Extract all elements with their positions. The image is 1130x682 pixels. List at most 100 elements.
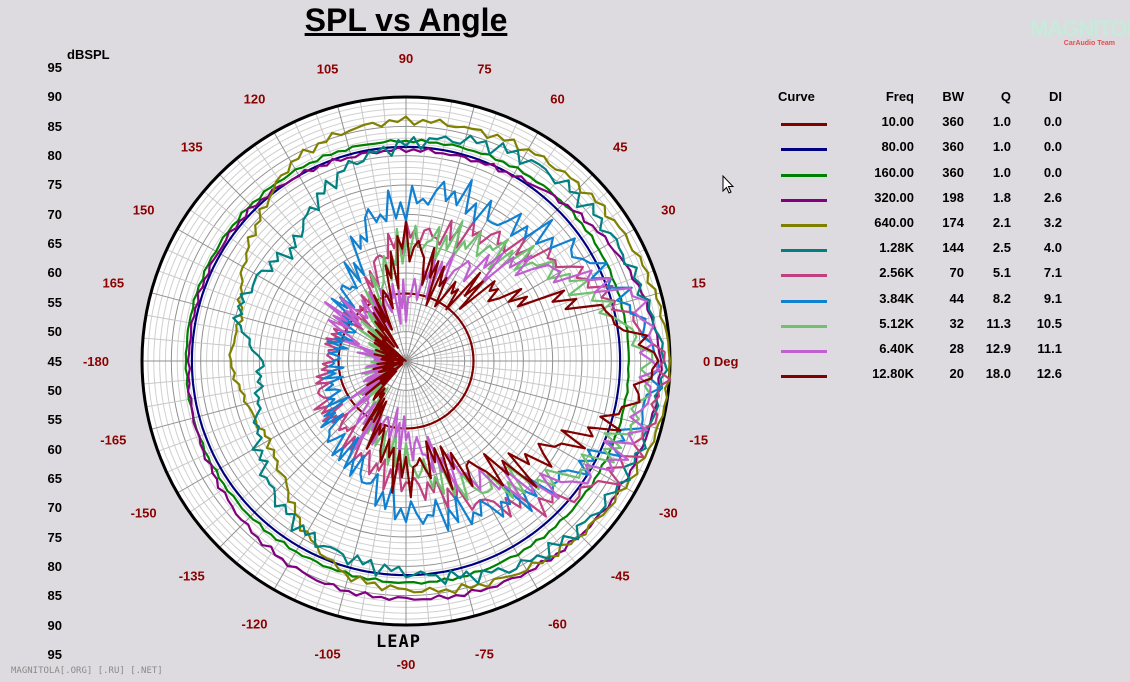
legend-freq: 1.28K <box>879 240 914 256</box>
angle-label: 45 <box>613 140 627 155</box>
brand-logo-name: MAGNITOLA <box>1030 16 1130 41</box>
legend-q: 12.9 <box>985 340 1011 356</box>
legend-freq: 640.00 <box>874 215 914 231</box>
legend-freq: 6.40K <box>879 340 914 356</box>
legend-freq: 320.00 <box>874 189 914 205</box>
legend-di: 0.0 <box>1043 164 1062 180</box>
legend-q: 2.5 <box>992 240 1011 256</box>
legend-bw: 360 <box>942 139 964 155</box>
legend-q: 11.3 <box>986 315 1011 331</box>
legend-freq: 2.56K <box>879 265 914 281</box>
legend-di: 3.2 <box>1043 215 1062 231</box>
mouse-cursor-icon <box>722 174 735 200</box>
angle-label: 15 <box>691 276 705 291</box>
angle-label: 0 Deg <box>703 354 738 369</box>
legend-header-freq: Freq <box>885 89 914 105</box>
angle-label: -15 <box>689 432 708 447</box>
legend-bw: 144 <box>942 240 964 256</box>
radial-tick-label: 65 <box>47 470 62 486</box>
brand-logo: MAGNITOLA CarAudio Team <box>1030 16 1130 48</box>
legend-q: 18.0 <box>985 366 1011 382</box>
legend-header-q: Q <box>1000 89 1011 105</box>
legend-row: 1.28K 144 2.5 4.0 <box>778 235 1062 260</box>
legend-swatch <box>778 240 838 255</box>
spoke <box>405 228 635 362</box>
legend-q: 1.8 <box>992 189 1011 205</box>
watermark-text: MAGNITOLA[.ORG] [.RU] [.NET] <box>11 666 163 676</box>
legend-bw: 70 <box>949 265 964 281</box>
angle-label: -45 <box>611 568 630 583</box>
legend-header-curve: Curve <box>778 89 815 105</box>
radial-tick-label: 95 <box>47 647 62 662</box>
radial-tick-label: 55 <box>47 294 62 310</box>
radial-tick-label: 45 <box>47 353 62 369</box>
curve-3.84K <box>320 179 662 532</box>
angle-label: 165 <box>102 276 124 291</box>
legend-bw: 28 <box>949 340 964 356</box>
spoke <box>405 132 539 362</box>
radial-tick-label: 80 <box>47 558 62 574</box>
curve-12.80K <box>361 220 660 499</box>
curve-160.00 <box>184 138 630 585</box>
radial-tick-label: 60 <box>47 441 62 457</box>
curve-1.28K <box>232 134 669 585</box>
radial-tick-label: 80 <box>47 148 62 164</box>
legend-di: 7.1 <box>1043 265 1062 281</box>
curves <box>184 115 672 601</box>
legend-swatch <box>778 215 838 230</box>
legend-swatch <box>778 341 838 356</box>
spoke <box>177 360 407 494</box>
radial-tick-label: 65 <box>47 236 62 252</box>
radial-tick-label: 90 <box>47 89 62 105</box>
spoke <box>405 360 539 590</box>
angle-label: -105 <box>315 647 341 662</box>
radial-tick-label: 70 <box>47 500 62 516</box>
chart-title: SPL vs Angle <box>304 2 508 38</box>
legend-di: 0.0 <box>1043 114 1062 130</box>
angle-label: 150 <box>133 203 155 218</box>
legend-q: 1.0 <box>992 164 1011 180</box>
angle-label: -120 <box>241 616 267 631</box>
legend-q: 2.1 <box>992 215 1011 231</box>
angle-label: 105 <box>317 61 339 76</box>
legend-swatch <box>778 265 838 280</box>
legend-header-di: DI <box>1049 89 1062 105</box>
angle-label: -180 <box>83 354 109 369</box>
angle-label: -90 <box>397 657 416 672</box>
curve-6.40K <box>324 252 661 500</box>
legend-freq: 80.00 <box>881 139 914 155</box>
legend-bw: 44 <box>949 290 964 306</box>
spoke <box>405 292 662 362</box>
angle-label: 135 <box>181 140 203 155</box>
radial-tick-label: 90 <box>47 617 62 633</box>
curve-5.12K <box>358 220 654 501</box>
legend-swatch <box>778 366 838 381</box>
legend-swatch <box>778 316 838 331</box>
angle-label: 30 <box>661 203 675 218</box>
legend-freq: 10.00 <box>881 114 914 130</box>
brand-logo-subtitle: CarAudio Team <box>1063 40 1115 47</box>
legend-freq: 12.80K <box>872 366 914 382</box>
legend-di: 10.5 <box>1036 315 1062 331</box>
legend-bw: 198 <box>942 189 964 205</box>
curve-320.00 <box>186 146 663 601</box>
radial-tick-label: 85 <box>47 588 62 604</box>
legend-swatch <box>778 291 838 306</box>
curve-640.00 <box>228 115 672 595</box>
radial-tick-label: 85 <box>47 118 62 134</box>
angle-label: -60 <box>548 616 567 631</box>
legend-swatch <box>778 114 838 129</box>
legend-bw: 360 <box>942 164 964 180</box>
angle-label: 90 <box>399 51 413 66</box>
angle-label: 120 <box>244 92 266 107</box>
radial-tick-label: 75 <box>47 529 62 545</box>
angle-label: -30 <box>659 506 678 521</box>
legend-di: 4.0 <box>1043 240 1062 256</box>
